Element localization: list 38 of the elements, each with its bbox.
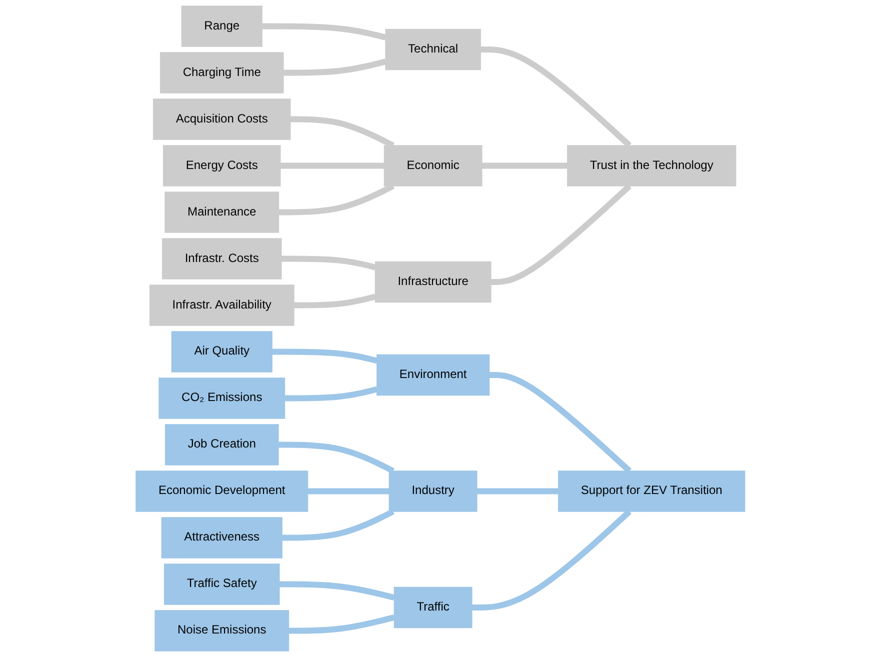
connector bbox=[281, 256, 376, 270]
node-box: Energy Costs bbox=[163, 145, 281, 186]
node-box: Support for ZEV Transition bbox=[558, 470, 746, 512]
node-box: Technical bbox=[385, 28, 482, 70]
node-box: Environment bbox=[376, 354, 490, 396]
node-box: Noise Emissions bbox=[154, 610, 290, 652]
connector bbox=[288, 614, 396, 634]
connector bbox=[282, 508, 395, 541]
node-box: Charging Time bbox=[160, 52, 284, 94]
node-box: Trust in the Technology bbox=[567, 145, 736, 186]
node-box: Traffic Safety bbox=[164, 564, 280, 605]
node-box: CO₂ Emissions bbox=[158, 378, 286, 419]
node-box: Attractiveness bbox=[161, 517, 282, 558]
node-box: Job Creation bbox=[165, 424, 279, 466]
connector bbox=[262, 23, 386, 40]
connector bbox=[278, 442, 395, 474]
connector bbox=[283, 58, 386, 76]
connector bbox=[279, 581, 396, 601]
node-box: Infrastr. Costs bbox=[162, 238, 282, 280]
connector bbox=[482, 162, 568, 169]
connector bbox=[284, 386, 378, 402]
node-box: Range bbox=[181, 6, 263, 47]
connector bbox=[472, 509, 632, 610]
node-box: Air Quality bbox=[171, 331, 272, 372]
connector bbox=[294, 294, 376, 308]
node-box: Acquisition Costs bbox=[153, 98, 291, 140]
connector bbox=[280, 162, 384, 169]
node-box: Infrastr. Availability bbox=[150, 284, 294, 326]
node-box: Economic bbox=[384, 145, 482, 186]
node-box: Traffic bbox=[394, 586, 472, 628]
connector bbox=[308, 488, 390, 494]
connector bbox=[477, 488, 558, 494]
node-box: Industry bbox=[388, 470, 478, 512]
node-box: Maintenance bbox=[164, 192, 280, 233]
connector bbox=[480, 46, 632, 148]
node-box: Infrastructure bbox=[374, 261, 492, 303]
connector bbox=[272, 348, 378, 364]
node-box: Economic Development bbox=[136, 470, 308, 512]
